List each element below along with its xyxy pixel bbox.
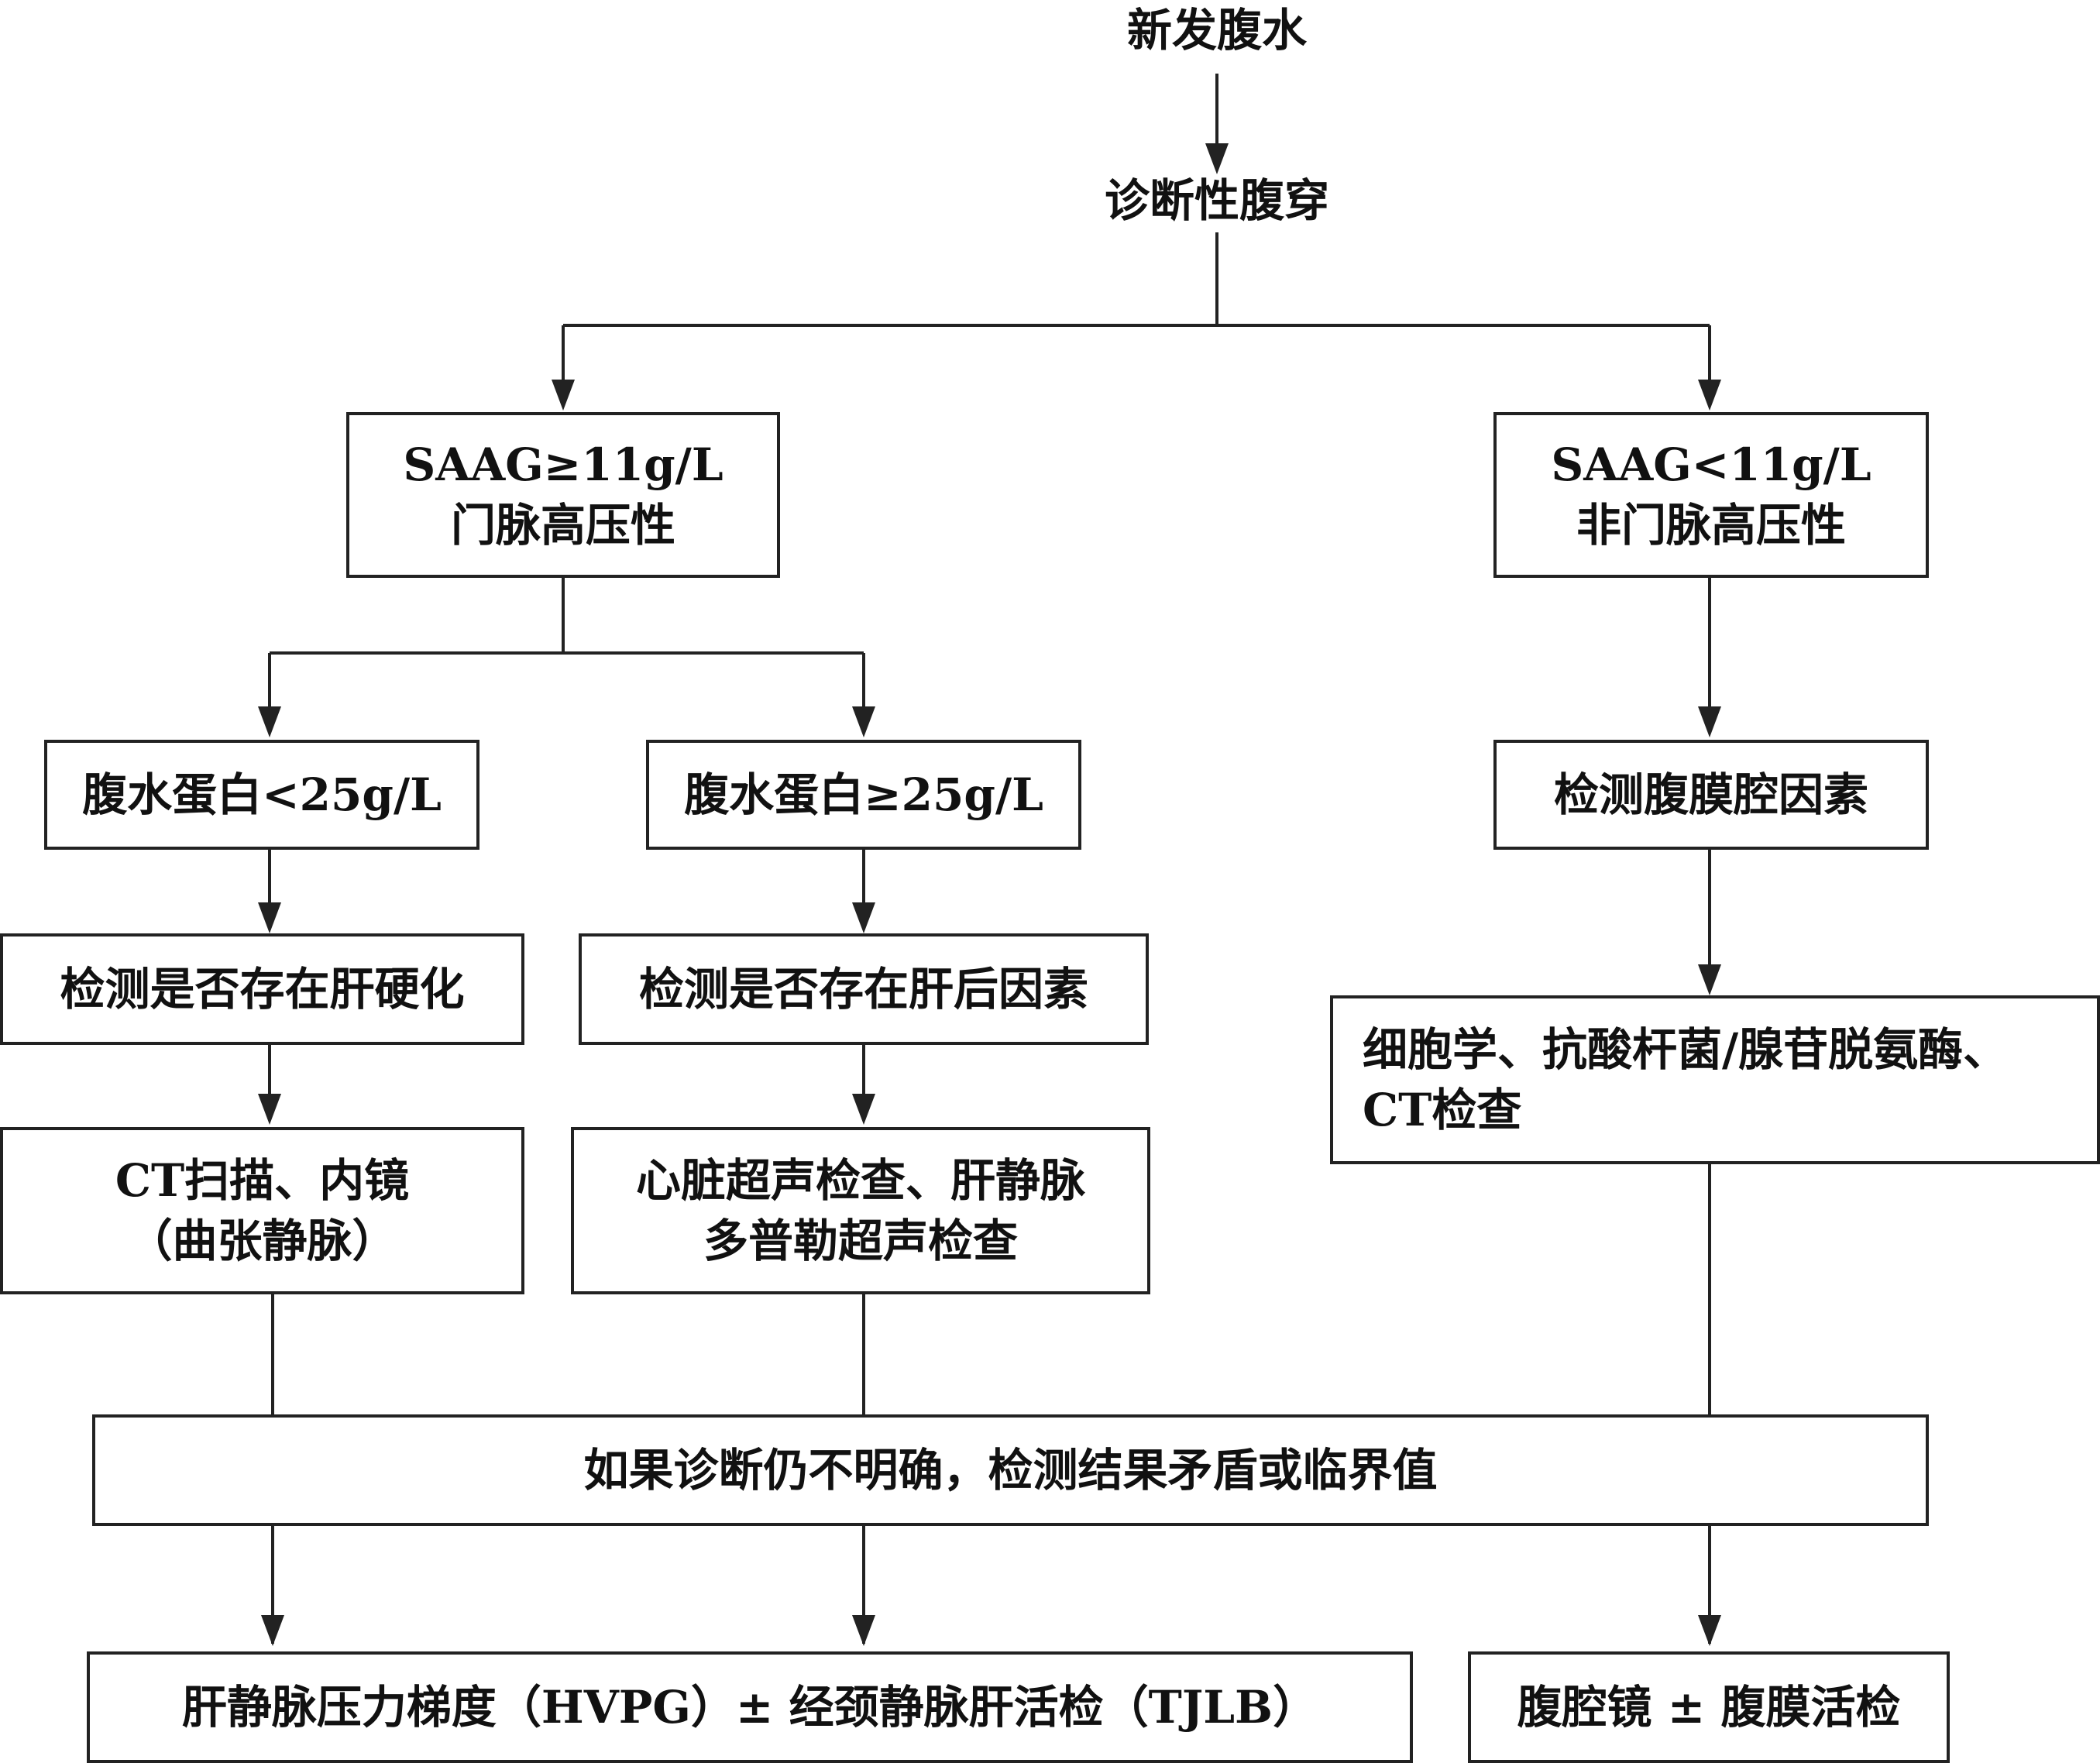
portal-saag: SAAG≥11g/L xyxy=(403,438,723,491)
arrowhead xyxy=(852,706,875,737)
peritoneal-factors-box: 检测腹膜腔因素 xyxy=(1493,740,1929,850)
low-protein-box: 腹水蛋白<25g/L xyxy=(44,740,479,850)
cytology-line2: CT检查 xyxy=(1363,1084,1522,1136)
arrowhead xyxy=(1205,143,1229,174)
check-posthepatic-label: 检测是否存在肝后因素 xyxy=(638,963,1088,1016)
arrowhead xyxy=(1698,380,1721,411)
ct-endoscopy-line2: （曲张静脉） xyxy=(127,1215,397,1267)
arrowhead xyxy=(852,1094,875,1125)
arrowhead xyxy=(552,380,575,411)
arrowhead xyxy=(1698,1615,1721,1646)
ct-endoscopy-line1: CT扫描、内镜 xyxy=(115,1154,410,1207)
check-posthepatic-box: 检测是否存在肝后因素 xyxy=(579,933,1149,1045)
non-portal-hypertension-box: SAAG<11g/L 非门脉高压性 xyxy=(1493,412,1929,578)
nonportal-saag: SAAG<11g/L xyxy=(1551,438,1871,491)
start-label: 新发腹水 xyxy=(1126,4,1307,57)
hvpg-box: 肝静脉压力梯度（HVPG）± 经颈静脉肝活检（TJLB） xyxy=(87,1651,1413,1763)
arrowhead xyxy=(258,706,281,737)
arrowhead xyxy=(261,1615,284,1646)
high-protein-box: 腹水蛋白≥25g/L xyxy=(646,740,1081,850)
cytology-box: 细胞学、抗酸杆菌/腺苷脱氨酶、 CT检查 xyxy=(1330,995,2100,1164)
ct-endoscopy-box: CT扫描、内镜 （曲张静脉） xyxy=(0,1127,524,1294)
echo-box: 心脏超声检查、肝静脉 多普勒超声检查 xyxy=(571,1127,1150,1294)
portal-type: 门脉高压性 xyxy=(450,499,675,552)
portal-hypertension-box: SAAG≥11g/L 门脉高压性 xyxy=(346,412,780,578)
echo-line1: 心脏超声检查、肝静脉 xyxy=(635,1154,1085,1207)
check-cirrhosis-box: 检测是否存在肝硬化 xyxy=(0,933,524,1045)
laparoscopy-label: 腹腔镜 ± 腹膜活检 xyxy=(1517,1681,1901,1734)
arrowhead xyxy=(852,1615,875,1646)
laparoscopy-box: 腹腔镜 ± 腹膜活检 xyxy=(1468,1651,1950,1763)
unclear-diagnosis-label: 如果诊断仍不明确，检测结果矛盾或临界值 xyxy=(583,1444,1438,1497)
cytology-line1: 细胞学、抗酸杆菌/腺苷脱氨酶、 xyxy=(1363,1023,2009,1076)
low-protein-label: 腹水蛋白<25g/L xyxy=(82,768,442,821)
arrowhead xyxy=(258,1094,281,1125)
peritoneal-factors-label: 检测腹膜腔因素 xyxy=(1553,768,1868,821)
high-protein-label: 腹水蛋白≥25g/L xyxy=(684,768,1043,821)
arrowhead xyxy=(1698,964,1721,995)
paracentesis-label: 诊断性腹穿 xyxy=(1104,174,1329,227)
unclear-diagnosis-box: 如果诊断仍不明确，检测结果矛盾或临界值 xyxy=(92,1414,1929,1526)
arrowhead xyxy=(852,902,875,933)
hvpg-label: 肝静脉压力梯度（HVPG）± 经颈静脉肝活检（TJLB） xyxy=(181,1681,1318,1734)
nonportal-type: 非门脉高压性 xyxy=(1576,499,1846,552)
check-cirrhosis-label: 检测是否存在肝硬化 xyxy=(60,963,465,1016)
arrowhead xyxy=(1698,706,1721,737)
echo-line2: 多普勒超声检查 xyxy=(703,1215,1018,1267)
arrowhead xyxy=(258,902,281,933)
